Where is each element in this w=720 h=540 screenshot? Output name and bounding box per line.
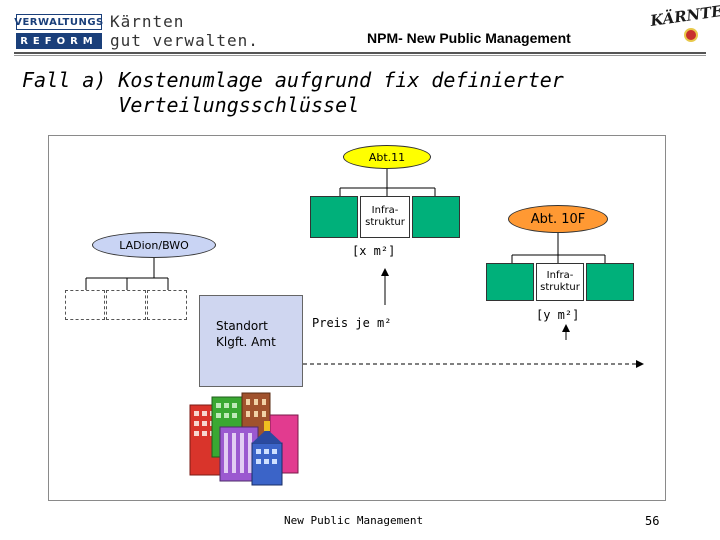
label-preis-je-m2: Preis je m²	[312, 316, 392, 330]
title-line-1: Fall a) Kostenumlage aufgrund fix defini…	[22, 68, 564, 92]
unit-box-dashed	[65, 290, 105, 320]
label-y-m2: [y m²]	[536, 308, 580, 322]
node-abt10f: Abt. 10F	[508, 205, 608, 233]
header-divider-thin	[14, 55, 706, 56]
unit-box-green	[486, 263, 534, 301]
logo-reform: REFORM	[16, 33, 102, 49]
diagram-frame	[48, 135, 666, 501]
unit-box-green	[412, 196, 460, 238]
footer-text: New Public Management	[284, 514, 424, 527]
node-ladion-bwo: LADion/BWO	[92, 232, 216, 258]
header-title: NPM- New Public Management	[367, 30, 571, 46]
unit-box-green	[586, 263, 634, 301]
logo-gut-verwalten: gut verwalten.	[110, 31, 259, 50]
buildings-icon	[189, 392, 299, 486]
logo-verwaltungs: VERWALTUNGS	[14, 14, 103, 30]
node-standort: Standort Klgft. Amt	[199, 295, 303, 387]
standort-line-1: Standort	[216, 319, 268, 333]
unit-box-dashed	[106, 290, 146, 320]
title-line-2: Verteilungsschlüssel	[22, 93, 360, 117]
page-number: 56	[645, 514, 660, 528]
unit-box-green	[310, 196, 358, 238]
slide-title: Fall a) Kostenumlage aufgrund fix defini…	[22, 68, 564, 118]
node-infrastruktur-2: Infra- struktur	[536, 263, 584, 301]
node-abt11: Abt.11	[343, 145, 431, 169]
logo-kaernten: Kärnten	[110, 12, 185, 31]
node-infrastruktur-1: Infra- struktur	[360, 196, 410, 238]
crest-icon	[684, 28, 698, 42]
header-divider	[14, 52, 706, 54]
standort-line-2: Klgft. Amt	[216, 335, 276, 349]
label-x-m2: [x m²]	[352, 244, 396, 258]
unit-box-dashed	[147, 290, 187, 320]
